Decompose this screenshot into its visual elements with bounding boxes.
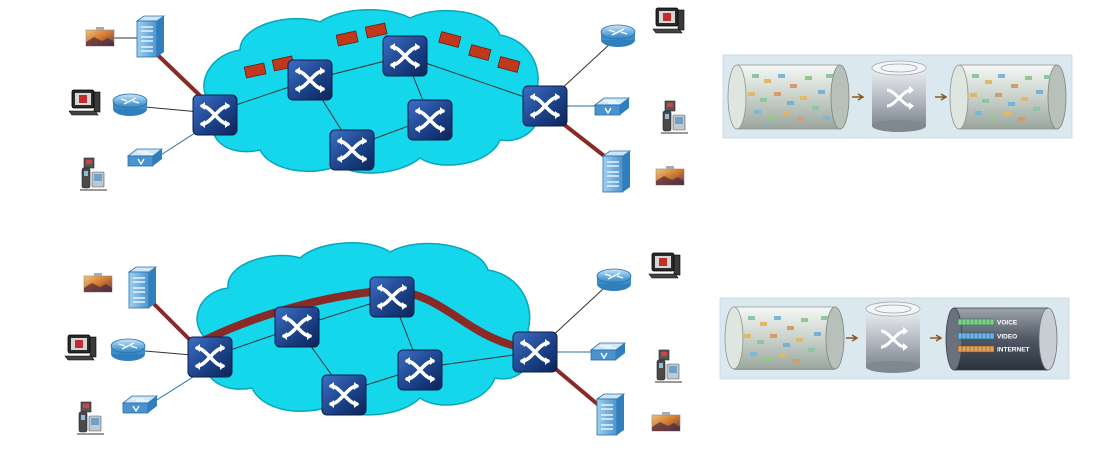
computer-icon bbox=[64, 334, 97, 361]
core-switch bbox=[320, 373, 368, 417]
output-tube bbox=[949, 64, 1067, 130]
video-label: VIDEO bbox=[997, 334, 1017, 341]
network-cloud bbox=[196, 242, 535, 416]
bottom-queue-panel: VOICE VIDEO INTERNET bbox=[719, 297, 1070, 380]
arrow-icon bbox=[935, 93, 948, 101]
core-switch bbox=[368, 275, 416, 319]
phones-icon bbox=[79, 157, 108, 191]
router-icon bbox=[600, 24, 636, 48]
core-switch bbox=[406, 98, 454, 142]
packet-cells bbox=[970, 74, 1051, 121]
photo-icon bbox=[85, 26, 115, 47]
core-switch bbox=[396, 348, 444, 392]
computer-icon bbox=[68, 89, 101, 116]
core-switch bbox=[273, 305, 321, 349]
computer-icon bbox=[648, 252, 681, 279]
firewall-icon bbox=[596, 393, 625, 436]
packet-cells bbox=[744, 316, 828, 363]
voice-label: VOICE bbox=[997, 320, 1018, 327]
core-switch bbox=[191, 93, 239, 137]
computer-icon bbox=[652, 7, 685, 34]
phones-icon bbox=[654, 349, 683, 383]
switch-v-icon bbox=[127, 148, 163, 167]
firewall-icon bbox=[602, 150, 631, 193]
switch-cylinder-icon bbox=[871, 60, 927, 132]
core-switch bbox=[328, 128, 376, 172]
core-switch bbox=[186, 335, 234, 379]
bottom-network-panel bbox=[64, 242, 683, 436]
photo-icon bbox=[655, 165, 685, 186]
photo-icon bbox=[651, 411, 681, 432]
video-lane bbox=[957, 332, 995, 340]
internet-label: INTERNET bbox=[997, 347, 1030, 354]
router-icon bbox=[110, 338, 146, 362]
arrow-icon bbox=[852, 93, 865, 101]
firewall-icon bbox=[128, 266, 157, 309]
internet-lane bbox=[957, 345, 995, 353]
photo-icon bbox=[83, 272, 113, 293]
switch-v-icon bbox=[594, 97, 630, 116]
phones-icon bbox=[76, 401, 105, 435]
core-switch bbox=[521, 84, 569, 128]
packet-cells bbox=[748, 74, 833, 121]
phones-icon bbox=[660, 100, 689, 134]
arrow-icon bbox=[930, 334, 943, 342]
router-icon bbox=[596, 268, 632, 292]
switch-v-icon bbox=[590, 342, 626, 361]
core-switch bbox=[286, 58, 334, 102]
core-switch bbox=[511, 330, 559, 374]
prioritized-output-tube: VOICE VIDEO INTERNET bbox=[945, 307, 1058, 371]
switch-cylinder-icon bbox=[865, 301, 921, 373]
top-network-panel bbox=[68, 7, 689, 193]
router-icon bbox=[112, 93, 148, 117]
arrow-icon bbox=[846, 334, 859, 342]
top-queue-panel bbox=[722, 54, 1073, 139]
voice-lane bbox=[957, 318, 995, 326]
switch-v-icon bbox=[122, 395, 158, 414]
core-switch bbox=[381, 34, 429, 78]
firewall-icon bbox=[136, 15, 165, 58]
